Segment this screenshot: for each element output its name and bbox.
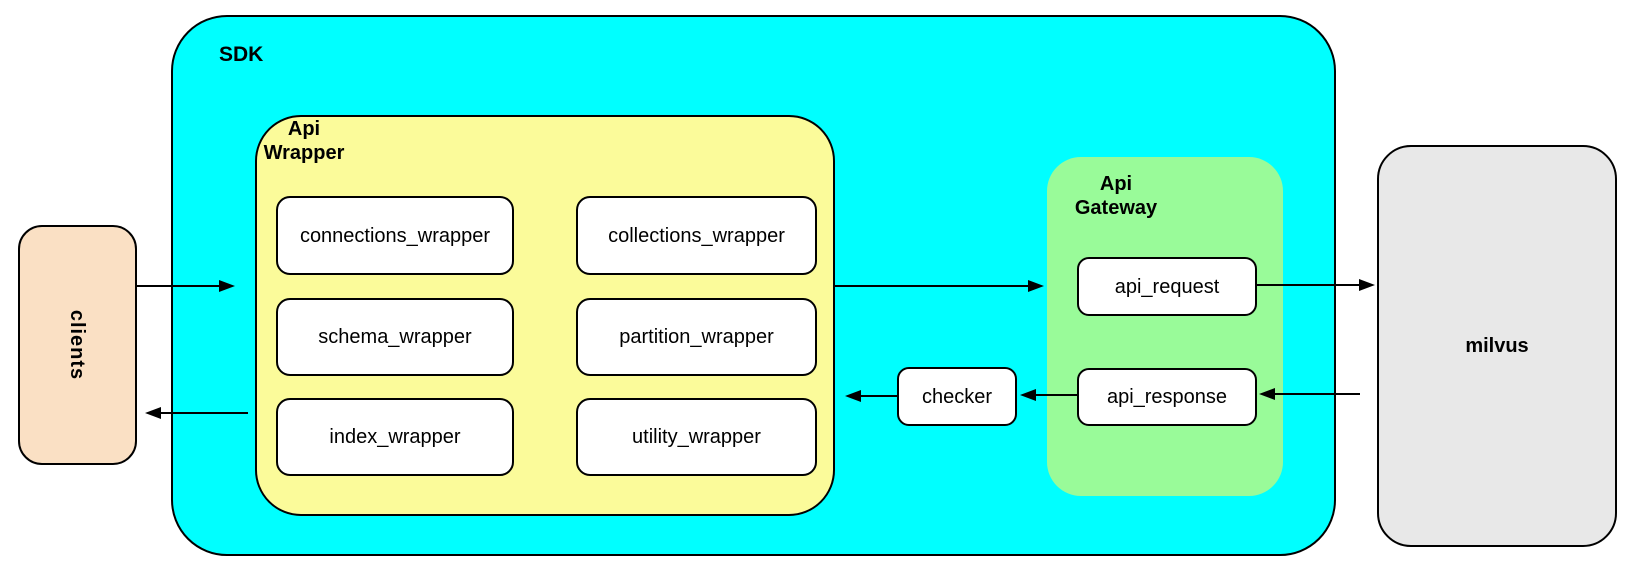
connections-wrapper-node: connections_wrapper: [276, 196, 514, 275]
partition-wrapper-label: partition_wrapper: [619, 326, 774, 348]
api-response-node: api_response: [1077, 368, 1257, 426]
sdk-label: SDK: [219, 43, 264, 66]
api-wrapper-label: Api Wrapper: [263, 118, 345, 164]
api-gateway-container: [1047, 157, 1283, 496]
schema-wrapper-label: schema_wrapper: [318, 326, 472, 348]
milvus-label: milvus: [1465, 335, 1529, 357]
collections-wrapper-node: collections_wrapper: [576, 196, 817, 275]
api-response-label: api_response: [1106, 386, 1228, 408]
collections-wrapper-label: collections_wrapper: [608, 224, 785, 247]
schema-wrapper-node: schema_wrapper: [276, 298, 514, 376]
index-wrapper-label: index_wrapper: [329, 426, 461, 448]
utility-wrapper-label: utility_wrapper: [632, 426, 761, 448]
milvus-node: milvus: [1377, 145, 1617, 547]
partition-wrapper-node: partition_wrapper: [576, 298, 817, 376]
checker-node: checker: [897, 367, 1017, 426]
index-wrapper-node: index_wrapper: [276, 398, 514, 476]
connections-wrapper-label: connections_wrapper: [299, 224, 491, 247]
api-request-label: api_request: [1114, 275, 1220, 298]
checker-label: checker: [921, 385, 993, 408]
api-request-node: api_request: [1077, 257, 1257, 316]
api-gateway-label: Api Gateway: [1074, 173, 1158, 219]
clients-node: clients: [18, 225, 137, 465]
utility-wrapper-node: utility_wrapper: [576, 398, 817, 476]
clients-label: clients: [66, 309, 89, 381]
